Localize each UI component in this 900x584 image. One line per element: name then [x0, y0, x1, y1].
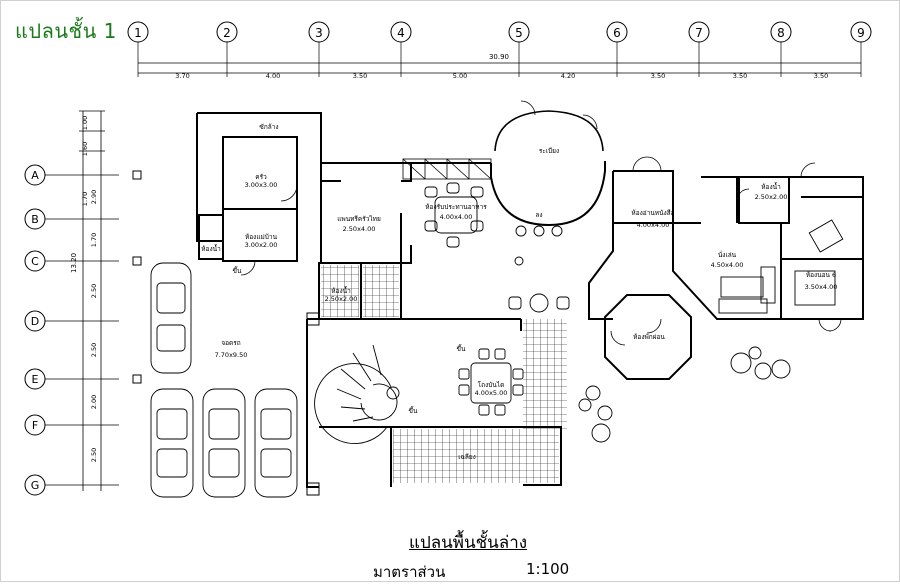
row-spacing-label: 2.50 — [90, 343, 98, 357]
dining-table — [424, 182, 484, 248]
room-terrace: ระเบียง — [539, 147, 559, 155]
row-label: A — [31, 169, 39, 182]
overall-dimension-line — [138, 62, 861, 74]
tiled-terrace-floor — [523, 319, 567, 429]
sheet-title: แปลนชั้น 1 — [15, 19, 117, 43]
column-label: 5 — [515, 26, 523, 40]
row-extra-label: 1.70 — [81, 192, 89, 206]
posts — [132, 170, 320, 496]
room-bathroom-size: 2.50x2.00 — [325, 295, 358, 303]
column-spacing-label: 3.50 — [353, 72, 367, 80]
row-label: G — [31, 479, 40, 492]
room-kitchen-size: 3.00x3.00 — [245, 181, 278, 189]
hall-table — [458, 348, 524, 416]
vertical-dimension-lines — [79, 110, 105, 491]
doors — [240, 100, 842, 346]
column-label: 2 — [223, 26, 231, 40]
room-dining-size: 4.00x4.00 — [440, 213, 473, 221]
room-toilet-small: ห้องน้ำ — [201, 244, 221, 253]
room-pantry: แพนทรีครัวไทย — [337, 215, 381, 223]
walls — [196, 112, 864, 488]
column-spacing-label: 4.20 — [561, 72, 575, 80]
column-spacing-label: 5.00 — [453, 72, 467, 80]
living-furniture — [718, 219, 844, 314]
row-label: C — [31, 255, 39, 268]
column-spacing-label: 3.50 — [733, 72, 747, 80]
row-spacing-label: 2.90 — [90, 190, 98, 204]
row-overall-dimension-text: 13.20 — [70, 253, 78, 273]
row-spacing-labels: 2.901.702.502.502.002.501.001.601.70 — [81, 116, 98, 462]
column-label: 9 — [857, 26, 865, 40]
scale-label: มาตราส่วน — [373, 563, 446, 581]
room-hall-size: 4.00x5.00 — [475, 389, 508, 397]
room-pantry-size: 2.50x4.00 — [343, 225, 376, 233]
column-spacing-labels: 3.70 4.00 3.50 5.00 4.20 3.50 3.50 3.50 — [175, 72, 828, 80]
room-rest: ห้องพักผ่อน — [633, 333, 665, 341]
room-living-size: 4.50x4.00 — [711, 261, 744, 269]
column-label: 1 — [134, 26, 142, 40]
room-toilet-right-size: 2.50x2.00 — [755, 193, 788, 201]
tiled-bath-floor — [321, 265, 359, 317]
row-spacing-label: 2.00 — [90, 395, 98, 409]
column-label: 6 — [613, 26, 621, 40]
row-spacing-label: 2.50 — [90, 448, 98, 462]
tiled-porch-floor — [393, 429, 559, 483]
room-hall: โถงบันได — [478, 381, 505, 389]
row-grid: A B C D E F G — [24, 164, 119, 496]
room-garage-size: 7.70x9.50 — [215, 351, 248, 359]
row-extra-label: 1.00 — [81, 116, 89, 130]
shrubs — [578, 346, 791, 443]
room-dining: ห้องรับประทานอาหาร — [425, 203, 487, 211]
column-spacing-label: 3.50 — [814, 72, 828, 80]
room-maid-size: 3.00x2.00 — [245, 241, 278, 249]
room-garage: จอดรถ — [221, 339, 240, 347]
column-label: 7 — [695, 26, 703, 40]
room-living: นั่งเล่น — [718, 250, 737, 259]
window-row — [402, 158, 492, 180]
room-bathroom: ห้องน้ำ — [331, 286, 351, 295]
row-extra-label: 1.60 — [81, 142, 89, 156]
column-grid: 1 2 3 4 5 6 7 8 9 — [127, 21, 872, 77]
row-spacing-label: 2.50 — [90, 284, 98, 298]
row-spacing-label: 1.70 — [90, 233, 98, 247]
room-porch: เฉลียง — [458, 453, 476, 461]
column-spacing-label: 3.50 — [651, 72, 665, 80]
room-stair-up: ขึ้น — [409, 406, 418, 415]
spiral-staircase — [314, 344, 400, 444]
scale-value: 1:100 — [526, 560, 570, 578]
room-stair-small: ขึ้น — [233, 266, 242, 275]
dining-bay-arc — [494, 110, 604, 152]
column-label: 4 — [397, 26, 405, 40]
room-guest-bed: ห้องนอน 6 — [806, 271, 836, 279]
column-label: 3 — [315, 26, 323, 40]
room-laundry: ซักล้าง — [259, 123, 278, 131]
plan-title: แปลนพื้นชั้นล่าง — [409, 533, 528, 553]
row-label: F — [32, 419, 38, 432]
room-toilet-right: ห้องน้ำ — [761, 182, 781, 191]
room-maid: ห้องแม่บ้าน — [245, 233, 278, 241]
row-label: E — [32, 373, 39, 386]
column-spacing-label: 4.00 — [266, 72, 280, 80]
room-kitchen: ครัว — [255, 173, 267, 181]
room-study: ห้องอ่านหนังสือ — [631, 209, 674, 217]
column-spacing-label: 3.70 — [175, 72, 189, 80]
room-study-size: 4.00x4.00 — [637, 221, 670, 229]
room-stair-main: ขึ้น — [457, 344, 466, 353]
column-label: 8 — [777, 26, 785, 40]
room-guest-bed-size: 3.50x4.00 — [805, 283, 838, 291]
overall-dimension-text: 30.90 — [489, 53, 509, 61]
row-label: B — [31, 213, 39, 226]
room-labels: ซักล้าง ครัว 3.00x3.00 ห้องแม่บ้าน 3.00x… — [201, 123, 837, 461]
cars — [150, 262, 298, 498]
level-marker: ลง — [535, 211, 542, 219]
stools — [508, 225, 570, 313]
tiled-stair-floor — [363, 265, 399, 317]
row-label: D — [31, 315, 39, 328]
